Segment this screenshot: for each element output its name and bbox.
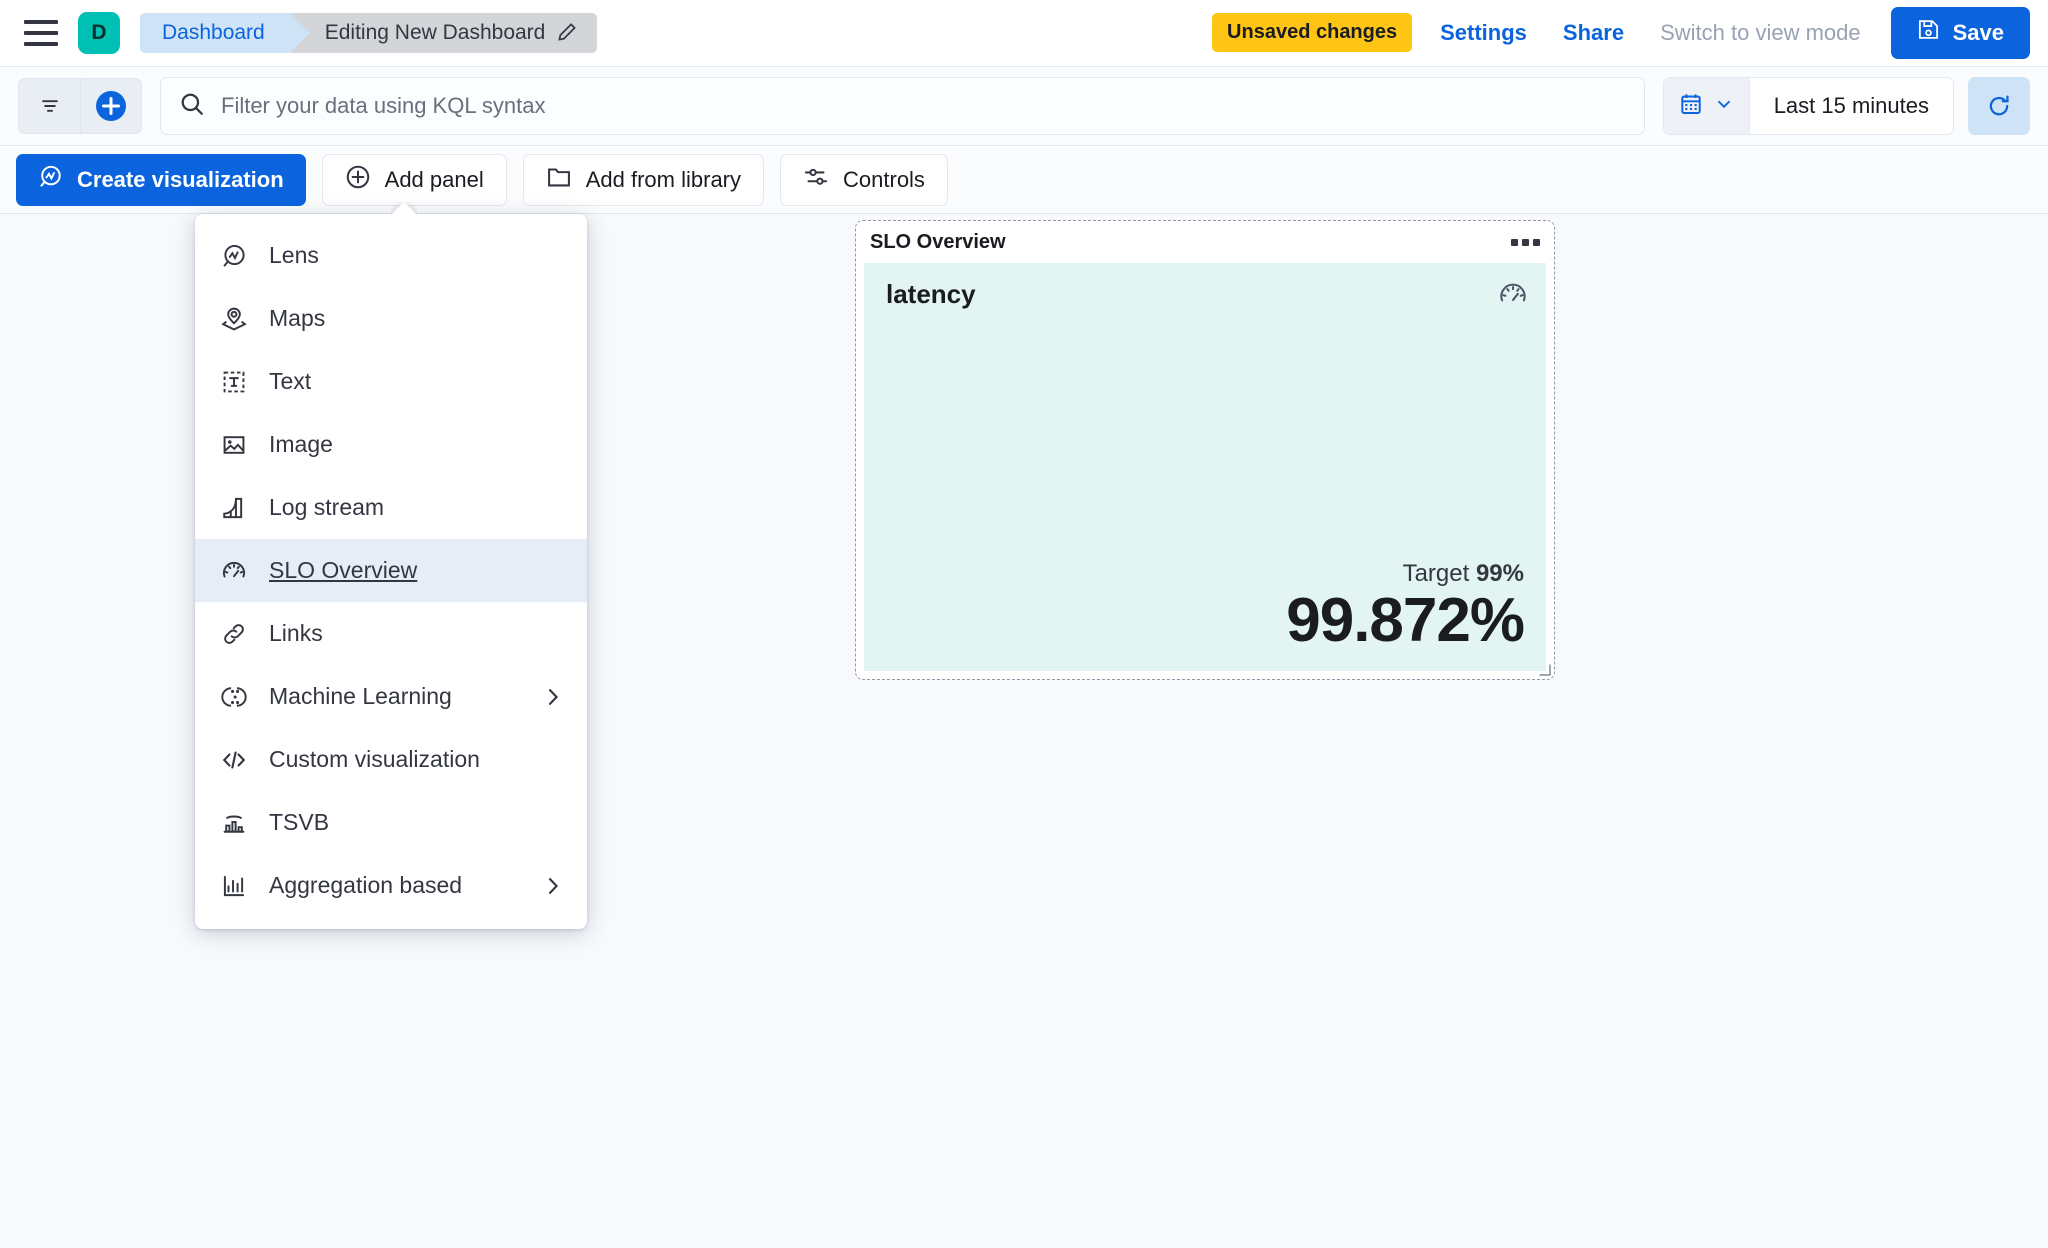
dashboard-canvas: Lens Maps Text	[0, 214, 2048, 1248]
save-button[interactable]: Save	[1890, 6, 2030, 59]
calendar-icon	[1679, 92, 1703, 121]
controls-label: Controls	[843, 166, 925, 192]
menu-item-text[interactable]: Text	[195, 350, 587, 413]
add-from-library-button[interactable]: Add from library	[522, 153, 765, 206]
breadcrumb-current[interactable]: Editing New Dashboard	[290, 12, 598, 53]
resize-handle-icon[interactable]	[1537, 662, 1551, 676]
slo-target-value: 99%	[1475, 559, 1524, 587]
menu-item-tsvb[interactable]: TSVB	[195, 791, 587, 854]
aggregation-chart-icon	[219, 873, 249, 899]
chevron-down-icon	[1714, 94, 1734, 119]
map-marker-layers-icon	[219, 306, 249, 332]
lens-icon	[38, 164, 63, 195]
folder-icon	[546, 164, 572, 196]
filter-icon[interactable]	[18, 78, 80, 134]
chevron-right-icon	[541, 685, 565, 709]
log-stream-icon	[219, 495, 249, 521]
menu-arrow	[391, 202, 417, 215]
sliders-icon	[803, 164, 829, 196]
grip-dot	[1522, 238, 1529, 246]
menu-item-label: Image	[269, 431, 333, 457]
link-icon	[219, 621, 249, 647]
gauge-icon	[219, 558, 249, 584]
hamburger-icon[interactable]	[24, 19, 58, 46]
add-panel-menu: Lens Maps Text	[195, 214, 587, 929]
menu-item-label: TSVB	[269, 809, 330, 835]
breadcrumb-dashboard[interactable]: Dashboard	[140, 12, 310, 53]
search-input-placeholder: Filter your data using KQL syntax	[221, 93, 546, 118]
date-quick-select-button[interactable]	[1663, 78, 1750, 134]
slo-metrics: Target 99% 99.872%	[886, 560, 1525, 655]
search-input[interactable]: Filter your data using KQL syntax	[160, 77, 1645, 135]
machine-learning-icon	[219, 684, 249, 710]
code-icon	[219, 747, 249, 773]
share-link[interactable]: Share	[1562, 19, 1625, 45]
app-header: D Dashboard Editing New Dashboard Unsave…	[0, 0, 2048, 66]
slo-panel-body: latency Target 99% 99.872%	[864, 263, 1546, 671]
date-picker: Last 15 minutes	[1662, 77, 1954, 135]
hamburger-bar	[24, 41, 58, 46]
menu-item-lens[interactable]: Lens	[195, 224, 587, 287]
add-filter-button[interactable]	[80, 78, 142, 134]
slo-sli-value: 99.872%	[1286, 585, 1525, 655]
menu-item-label: Machine Learning	[269, 683, 452, 709]
panel-header: SLO Overview	[856, 221, 1554, 263]
menu-item-slo-overview[interactable]: SLO Overview	[195, 539, 587, 602]
grip-dot	[1511, 238, 1518, 246]
time-range-label[interactable]: Last 15 minutes	[1773, 93, 1929, 118]
add-panel-button[interactable]: Add panel	[321, 153, 507, 206]
switch-to-view-mode-link[interactable]: Switch to view mode	[1660, 19, 1861, 45]
slo-target: Target 99%	[886, 560, 1524, 588]
hamburger-bar	[24, 30, 58, 35]
slo-overview-panel[interactable]: SLO Overview latency Target 99%	[855, 220, 1555, 680]
menu-item-machine-learning[interactable]: Machine Learning	[195, 665, 587, 728]
menu-item-log-stream[interactable]: Log stream	[195, 476, 587, 539]
hamburger-bar	[24, 19, 58, 24]
add-panel-label: Add panel	[384, 166, 484, 192]
panel-title: SLO Overview	[870, 230, 1006, 253]
lens-icon	[219, 243, 249, 269]
chevron-right-icon	[541, 874, 565, 898]
filter-controls	[18, 78, 142, 134]
menu-item-label: Aggregation based	[269, 872, 463, 898]
menu-item-image[interactable]: Image	[195, 413, 587, 476]
save-button-label: Save	[1952, 19, 2004, 45]
pencil-icon[interactable]	[556, 22, 577, 43]
add-from-library-label: Add from library	[585, 166, 742, 192]
grip-dot	[1533, 238, 1540, 246]
header-actions: Unsaved changes Settings Share Switch to…	[1212, 6, 2030, 59]
dashboard-toolbar: Create visualization Add panel Add from …	[0, 146, 2048, 214]
create-visualization-label: Create visualization	[77, 166, 284, 192]
space-avatar[interactable]: D	[78, 11, 120, 54]
menu-item-label: Links	[269, 620, 323, 646]
grip-dots-icon[interactable]	[1511, 238, 1540, 246]
menu-item-label: SLO Overview	[269, 557, 418, 583]
menu-item-maps[interactable]: Maps	[195, 287, 587, 350]
menu-item-label: Log stream	[269, 494, 385, 520]
menu-item-label: Text	[269, 368, 312, 394]
menu-item-label: Custom visualization	[269, 746, 480, 772]
breadcrumb-current-label: Editing New Dashboard	[324, 20, 546, 44]
unsaved-changes-badge: Unsaved changes	[1212, 13, 1413, 52]
slo-name: latency	[886, 279, 976, 309]
slo-target-label: Target	[1402, 559, 1470, 587]
settings-link[interactable]: Settings	[1440, 19, 1527, 45]
menu-item-aggregation-based[interactable]: Aggregation based	[195, 854, 587, 917]
plus-circle-icon	[345, 164, 371, 196]
tsvb-chart-icon	[219, 810, 249, 836]
menu-item-custom-visualization[interactable]: Custom visualization	[195, 728, 587, 791]
create-visualization-button[interactable]: Create visualization	[16, 153, 306, 206]
menu-item-label: Lens	[269, 242, 319, 268]
text-box-icon	[219, 369, 249, 395]
image-icon	[219, 432, 249, 458]
save-disk-icon	[1917, 18, 1940, 47]
search-icon	[179, 91, 205, 122]
menu-item-links[interactable]: Links	[195, 602, 587, 665]
gauge-icon	[1498, 279, 1528, 314]
controls-button[interactable]: Controls	[780, 153, 948, 206]
refresh-button[interactable]	[1968, 77, 2030, 135]
breadcrumb: Dashboard Editing New Dashboard	[140, 12, 598, 53]
menu-item-label: Maps	[269, 305, 326, 331]
query-bar: Filter your data using KQL syntax	[0, 66, 2048, 146]
